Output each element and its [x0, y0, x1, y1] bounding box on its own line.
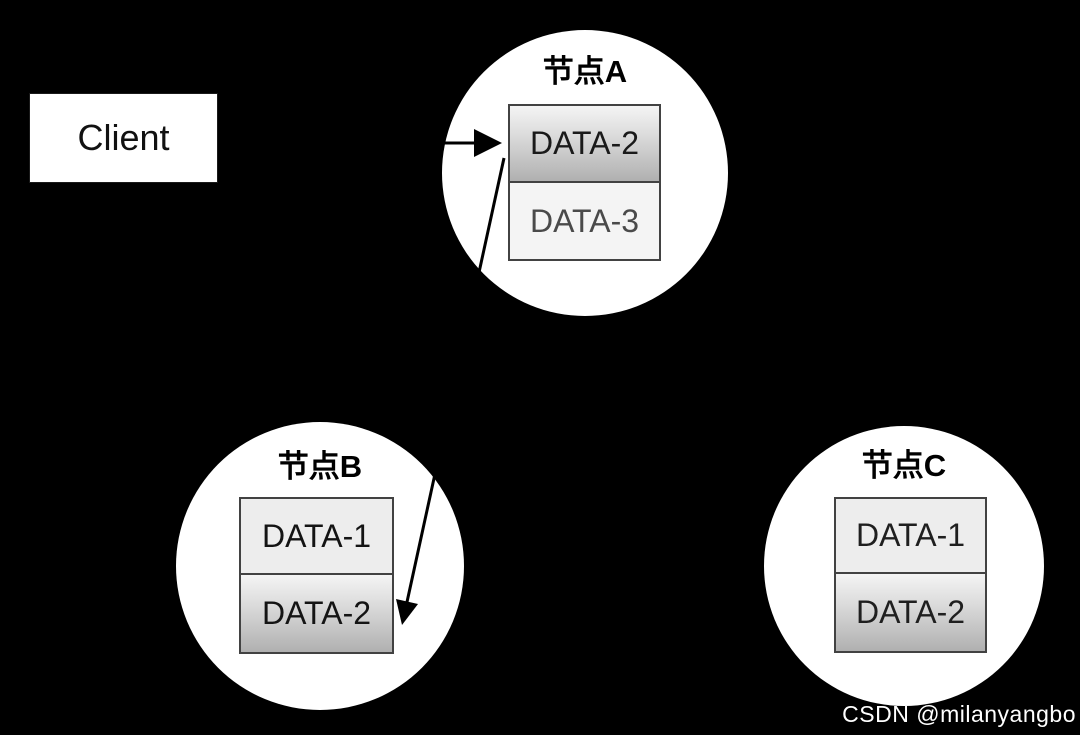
node-a-label: 节点A [542, 54, 628, 89]
node-b-box-stack: DATA-1 DATA-2 [239, 497, 394, 654]
node-b-box-data-2-label: DATA-2 [261, 595, 372, 631]
node-a-box-data-2-label: DATA-2 [529, 125, 640, 161]
node-a-box-stack: DATA-2 DATA-3 [508, 104, 661, 261]
node-a-box-data-3-label: DATA-3 [529, 202, 640, 239]
node-b-label: 节点B [277, 449, 363, 484]
node-c-box-data-1-label: DATA-1 [855, 517, 966, 553]
node-a-box-data-3: DATA-3 [508, 181, 661, 261]
node-b-box-data-1-label: DATA-1 [261, 517, 372, 554]
node-c-label: 节点C [861, 448, 947, 483]
node-a-circle: 节点A DATA-2 DATA-3 [442, 30, 728, 316]
node-c-circle: 节点C DATA-1 DATA-2 [764, 426, 1044, 706]
client-label: Client [77, 117, 170, 158]
node-b-circle: 节点B DATA-1 DATA-2 [176, 422, 464, 710]
node-c-box-data-2: DATA-2 [834, 572, 987, 653]
watermark: CSDN @milanyangbo [842, 701, 1076, 727]
client-box: Client [29, 93, 218, 183]
node-b-box-data-1: DATA-1 [239, 497, 394, 575]
node-c-box-stack: DATA-1 DATA-2 [834, 497, 987, 653]
node-a-box-data-2: DATA-2 [508, 104, 661, 183]
node-c-box-data-2-label: DATA-2 [855, 594, 966, 630]
node-b-box-data-2: DATA-2 [239, 573, 394, 654]
node-c-box-data-1: DATA-1 [834, 497, 987, 574]
